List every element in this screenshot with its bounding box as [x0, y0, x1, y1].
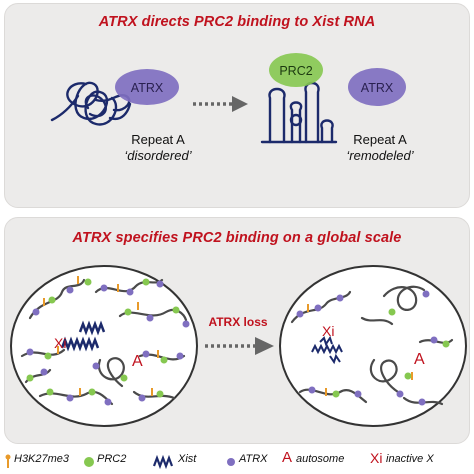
- legend-prc2-label: PRC2: [97, 453, 127, 465]
- atrx-left-ellipse: [115, 69, 179, 105]
- top-panel-title: ATRX directs PRC2 binding to Xist RNA: [98, 14, 376, 30]
- left-protein-dots: [26, 278, 190, 406]
- left-caption-line1: Repeat A: [131, 132, 185, 147]
- top-arrow: [193, 96, 248, 112]
- right-nucleus: [279, 265, 467, 427]
- legend-prc2-icon: [84, 457, 94, 467]
- left-a-label: A: [132, 353, 143, 370]
- prc2-label: PRC2: [279, 64, 312, 78]
- left-chromatin: [20, 278, 188, 406]
- legend-h3k27me3-label: H3K27me3: [14, 453, 70, 465]
- left-nucleus: [10, 265, 198, 427]
- disordered-rna-tangle: [50, 81, 132, 126]
- left-caption: Repeat A ‘disordered’: [98, 132, 218, 164]
- atrx-loss-label: ATRX loss: [208, 315, 267, 329]
- right-caption-line1: Repeat A: [353, 132, 407, 147]
- legend-h3k27me3-icon: [5, 454, 11, 468]
- atrx-right-ellipse: [348, 68, 406, 106]
- legend-xi-symbol: Xi: [370, 450, 383, 466]
- left-xist: [60, 320, 106, 352]
- right-xist: [311, 335, 343, 365]
- atrx-left-label: ATRX: [131, 81, 164, 95]
- legend-xist-label: Xist: [178, 453, 197, 465]
- prc2-blob: [269, 53, 323, 87]
- legend: H3K27me3 PRC2 Xist ATRX A autosome Xi in…: [0, 447, 474, 471]
- remodeled-rna-stem-loops: [260, 81, 338, 144]
- legend-xist-icon: [152, 454, 174, 470]
- right-xi-label: Xi: [322, 323, 334, 339]
- right-protein-dots: [296, 290, 450, 406]
- right-a-label: A: [414, 351, 425, 368]
- right-caption-line2: ‘remodeled’: [346, 148, 414, 163]
- legend-autosome-label: autosome: [296, 453, 345, 465]
- legend-inactive-x-label: inactive X: [386, 453, 434, 465]
- bottom-panel-title: ATRX specifies PRC2 binding on a global …: [72, 230, 402, 246]
- left-xi-label: Xi: [54, 335, 66, 351]
- legend-atrx-icon: [227, 458, 235, 466]
- right-h3k27me3-marks: [307, 304, 413, 396]
- left-h3k27me3-marks: [43, 276, 159, 396]
- atrx-loss-arrow: [205, 337, 274, 355]
- legend-a-symbol: A: [282, 449, 293, 466]
- left-caption-line2: ‘disordered’: [124, 148, 192, 163]
- legend-atrx-label: ATRX: [239, 453, 268, 465]
- atrx-right-label: ATRX: [361, 81, 394, 95]
- right-caption: Repeat A ‘remodeled’: [330, 132, 430, 164]
